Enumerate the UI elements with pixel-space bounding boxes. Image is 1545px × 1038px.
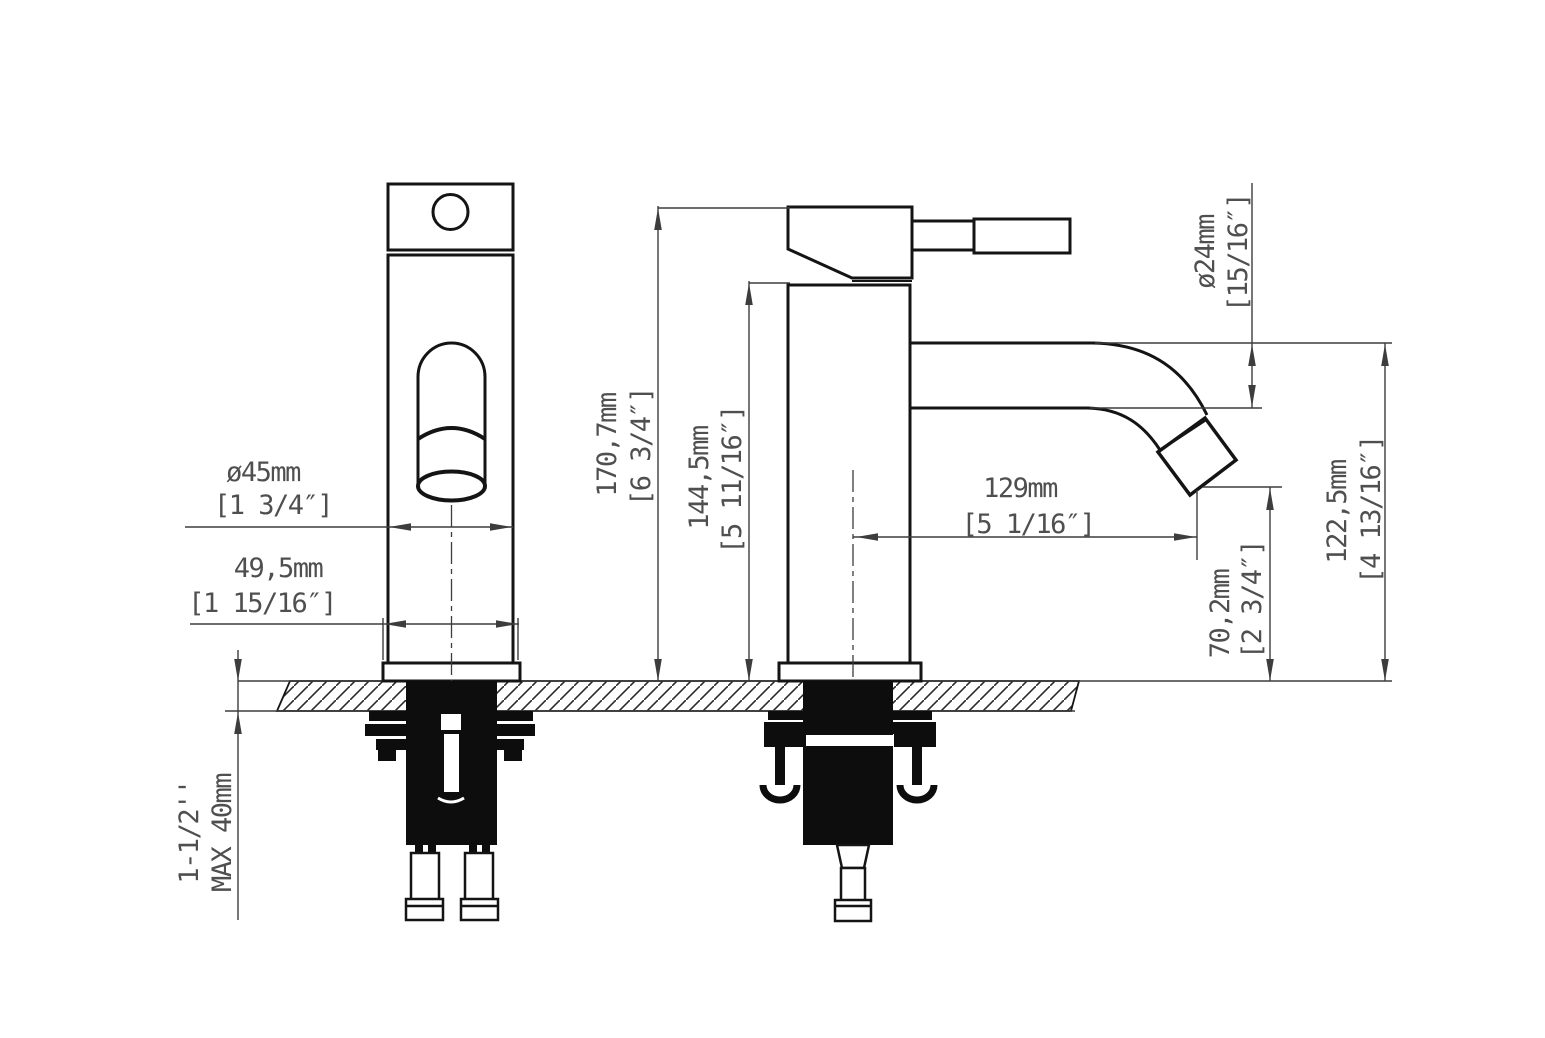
front-spout-outline xyxy=(416,341,487,486)
dimension-arrowheads xyxy=(234,208,1389,734)
deck-thickness-label-inch: 1-1/2'' xyxy=(174,780,205,883)
side-hook-right xyxy=(896,784,938,804)
spout-diameter-label-mm: ø24mm xyxy=(1190,215,1221,289)
side-washer xyxy=(768,711,932,720)
front-hose-connectors xyxy=(404,851,500,922)
side-body xyxy=(786,283,912,665)
side-spout-bottom xyxy=(910,406,1162,451)
front-bracket-tab-left xyxy=(378,750,396,761)
deck-thickness-label-mm: MAX 40mm xyxy=(207,774,238,892)
side-locknut-slot xyxy=(806,735,894,746)
front-spout-outlet xyxy=(416,469,487,503)
side-hose-tube xyxy=(839,866,867,903)
spout-top-height-label-inch: [4 13/16″] xyxy=(1356,436,1387,584)
front-spout-bend-edge xyxy=(416,426,487,441)
side-bracket-right xyxy=(894,733,936,747)
front-hose-right-fitting xyxy=(459,897,500,922)
side-bracket-left xyxy=(764,733,806,747)
side-view xyxy=(777,205,1239,726)
side-hook-rod-right xyxy=(912,745,922,785)
countertop-hatch xyxy=(275,680,1081,712)
side-lever-neck xyxy=(910,219,976,252)
side-base-flange xyxy=(777,661,923,683)
side-spout-top xyxy=(910,341,1209,416)
side-mounting-hardware xyxy=(759,681,938,923)
dimension-lines xyxy=(185,183,1392,920)
front-mounting-stud xyxy=(444,734,459,792)
side-threaded-shank xyxy=(803,681,893,845)
front-body xyxy=(386,253,515,665)
front-hose-right xyxy=(463,851,495,902)
base-diameter-label-mm: 49,5mm xyxy=(234,553,323,584)
side-lever-grip xyxy=(972,217,1072,255)
side-hook-rod-left xyxy=(775,745,785,785)
front-stud-end-arc xyxy=(437,796,465,804)
body-height-label-mm: 144,5mm xyxy=(684,426,715,530)
dimension-labels: ø45mm [1 3/4″] 49,5mm [1 15/16″] 170,7mm… xyxy=(174,194,1387,892)
body-diameter-label-mm: ø45mm xyxy=(226,457,300,488)
spout-diameter-label-inch: [15/16″] xyxy=(1223,194,1254,312)
outlet-height-label-mm: 70,2mm xyxy=(1205,569,1236,658)
spout-reach-label-inch: [5 1/16″] xyxy=(962,509,1095,540)
front-mounting-stud-top xyxy=(441,714,461,730)
total-height-label-mm: 170,7mm xyxy=(592,393,623,497)
total-height-label-inch: [6 3/4″] xyxy=(626,388,657,506)
front-handle-pin-hole xyxy=(431,193,470,231)
side-aerator-tip xyxy=(1155,415,1239,498)
side-handle-cap xyxy=(786,205,914,280)
front-hose-left xyxy=(409,851,441,902)
side-hose-fitting xyxy=(833,898,873,923)
front-view xyxy=(381,182,522,728)
side-hook-left xyxy=(759,784,801,804)
front-hose-left-fitting xyxy=(404,897,445,922)
body-height-label-inch: [5 11/16″] xyxy=(717,406,748,554)
front-hose-ticks xyxy=(415,845,490,855)
front-bracket-tab-right xyxy=(504,750,522,761)
side-hose-funnel xyxy=(835,843,871,870)
spout-top-height-label-mm: 122,5mm xyxy=(1322,460,1353,564)
outlet-height-label-inch: [2 3/4″] xyxy=(1237,541,1268,659)
body-diameter-label-inch: [1 3/4″] xyxy=(214,490,332,521)
side-hose-connector xyxy=(833,843,873,923)
base-diameter-label-inch: [1 15/16″] xyxy=(188,588,336,619)
spout-reach-label-mm: 129mm xyxy=(983,473,1057,504)
front-mounting-hardware xyxy=(365,681,535,922)
side-locknut xyxy=(764,722,936,734)
